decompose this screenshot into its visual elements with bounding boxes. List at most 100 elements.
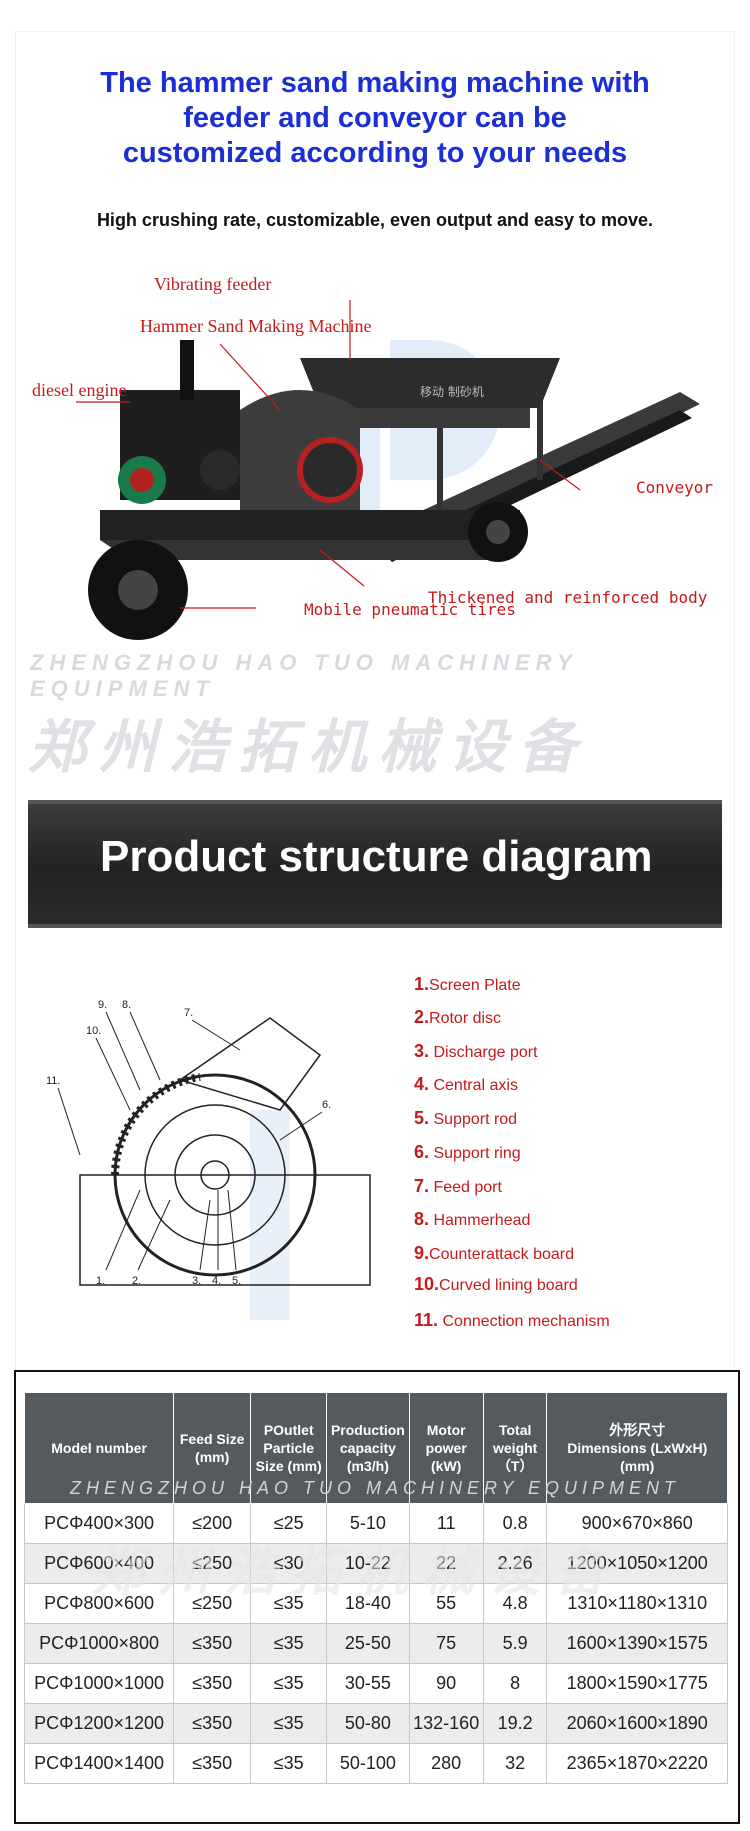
cell-capacity: 18-40 xyxy=(326,1583,410,1624)
cell-power: 280 xyxy=(408,1743,484,1784)
headline-line-2: feeder and conveyor can be xyxy=(183,102,567,134)
table-watermark-english: ZHENGZHOU HAO TUO MACHINERY EQUIPMENT xyxy=(70,1478,681,1498)
cell-dimensions: 900×670×860 xyxy=(546,1503,728,1544)
cell-power: 90 xyxy=(408,1663,484,1704)
header-dimensions: 外形尺寸 Dimensions (LxWxH) (mm) xyxy=(546,1392,728,1504)
header-power: Motor power (kW) xyxy=(408,1392,484,1504)
callout-hammer-machine: Hammer Sand Making Machine xyxy=(140,316,372,336)
cell-power: 11 xyxy=(408,1503,484,1544)
cell-outlet: ≤35 xyxy=(250,1583,328,1624)
diagram-label-10: 10. xyxy=(86,1025,101,1037)
table-row: PCΦ1000×800 ≤350 ≤35 25-50 75 5.9 1600×1… xyxy=(23,1623,728,1664)
cell-capacity: 10-22 xyxy=(326,1543,410,1584)
cell-dimensions: 1600×1390×1575 xyxy=(546,1623,728,1664)
table-row: PCΦ400×300 ≤200 ≤25 5-10 11 0.8 900×670×… xyxy=(23,1503,728,1544)
cell-power: 22 xyxy=(408,1543,484,1584)
header-capacity: Production capacity (m3/h) xyxy=(326,1392,410,1504)
cell-power: 55 xyxy=(408,1583,484,1624)
chassis-drawing xyxy=(100,510,520,560)
cell-outlet: ≤35 xyxy=(250,1703,328,1744)
cell-model: PCΦ400×300 xyxy=(23,1503,175,1544)
structure-diagram: 1. 2. 3. 4. 5. 6. 7. 8. 9. 10. 11. xyxy=(46,999,371,1320)
cell-weight: 2.26 xyxy=(482,1543,548,1584)
cell-model: PCΦ800×600 xyxy=(23,1583,175,1624)
cell-outlet: ≤35 xyxy=(250,1743,328,1784)
cell-capacity: 25-50 xyxy=(326,1623,410,1664)
cell-outlet: ≤30 xyxy=(250,1543,328,1584)
cell-feed: ≤350 xyxy=(173,1663,252,1704)
callout-diesel-engine: diesel engine xyxy=(32,380,127,400)
headline: The hammer sand making machine with feed… xyxy=(40,66,710,171)
watermark-chinese: 郑州浩拓机械设备 xyxy=(28,715,589,780)
wheels-drawing xyxy=(88,502,528,640)
cell-feed: ≤350 xyxy=(173,1623,252,1664)
cell-model: PCΦ1400×1400 xyxy=(23,1743,175,1784)
banner-title: Product structure diagram xyxy=(100,832,653,881)
cell-capacity: 50-100 xyxy=(326,1743,410,1784)
callout-body: Thickened and reinforced body xyxy=(428,588,708,607)
cell-power: 75 xyxy=(408,1623,484,1664)
part-item: 7. Feed port xyxy=(414,1176,502,1196)
part-item: 4. Central axis xyxy=(414,1074,518,1094)
headline-line-1: The hammer sand making machine with xyxy=(100,67,650,99)
cell-weight: 32 xyxy=(482,1743,548,1784)
cell-feed: ≤200 xyxy=(173,1503,252,1544)
cell-power: 132-160 xyxy=(408,1703,484,1744)
section-banner: Product structure diagram xyxy=(28,800,722,928)
diagram-label-2: 2. xyxy=(132,1275,141,1287)
diagram-label-11: 11. xyxy=(46,1075,60,1087)
callout-conveyor: Conveyor xyxy=(636,478,714,497)
diagram-label-1: 1. xyxy=(96,1275,105,1287)
diagram-leader-lines xyxy=(57,1011,323,1271)
cell-weight: 19.2 xyxy=(482,1703,548,1744)
header-dimensions-en: Dimensions (LxWxH) (mm) xyxy=(567,1440,708,1474)
cell-dimensions: 1310×1180×1310 xyxy=(546,1583,728,1624)
diagram-label-9: 9. xyxy=(98,999,107,1011)
diagram-logo-watermark xyxy=(250,1110,290,1320)
part-item: 11. Connection mechanism xyxy=(414,1310,610,1330)
cell-feed: ≤350 xyxy=(173,1703,252,1744)
table-row: PCΦ1200×1200 ≤350 ≤35 50-80 132-160 19.2… xyxy=(23,1703,728,1744)
table-header-row: Model number Feed Size (mm) POutlet Part… xyxy=(23,1392,728,1504)
cell-dimensions: 2060×1600×1890 xyxy=(546,1703,728,1744)
part-item: 2.Rotor disc xyxy=(414,1007,502,1027)
cell-dimensions: 1200×1050×1200 xyxy=(546,1543,728,1584)
callout-lines xyxy=(76,300,581,609)
cell-weight: 4.8 xyxy=(482,1583,548,1624)
part-item: 9.Counterattack board xyxy=(414,1243,574,1263)
table-row: PCΦ800×600 ≤250 ≤35 18-40 55 4.8 1310×11… xyxy=(23,1583,728,1624)
diagram-label-3: 3. xyxy=(192,1275,201,1287)
cell-weight: 0.8 xyxy=(482,1503,548,1544)
table-row: PCΦ1000×1000 ≤350 ≤35 30-55 90 8 1800×15… xyxy=(23,1663,728,1704)
machine-plate: 移动 制砂机 xyxy=(420,385,484,399)
diagram-label-6: 6. xyxy=(322,1099,331,1111)
cell-model: PCΦ1000×800 xyxy=(23,1623,175,1664)
table-row: PCΦ600×400 ≤250 ≤30 10-22 22 2.26 1200×1… xyxy=(23,1543,728,1584)
callout-vibrating-feeder: Vibrating feeder xyxy=(154,274,272,294)
part-item: 6. Support ring xyxy=(414,1142,521,1162)
part-item: 10.Curved lining board xyxy=(414,1274,578,1294)
diagram-label-7: 7. xyxy=(184,1007,193,1019)
feeder-drawing: 移动 制砂机 xyxy=(300,358,560,428)
cell-capacity: 30-55 xyxy=(326,1663,410,1704)
cell-feed: ≤250 xyxy=(173,1583,252,1624)
cell-capacity: 50-80 xyxy=(326,1703,410,1744)
cell-weight: 5.9 xyxy=(482,1623,548,1664)
part-item: 5. Support rod xyxy=(414,1108,518,1128)
callout-tires: Mobile pneumatic tires xyxy=(304,600,516,619)
subheadline: High crushing rate, customizable, even o… xyxy=(96,210,654,230)
cell-dimensions: 1800×1590×1775 xyxy=(546,1663,728,1704)
cell-model: PCΦ1200×1200 xyxy=(23,1703,175,1744)
spec-table-box: Model number Feed Size (mm) POutlet Part… xyxy=(14,1370,740,1824)
diagram-label-4: 4. xyxy=(212,1275,221,1287)
table-row: PCΦ1400×1400 ≤350 ≤35 50-100 280 32 2365… xyxy=(23,1743,728,1784)
cell-outlet: ≤25 xyxy=(250,1503,328,1544)
machine-photo: 移动 制砂机 xyxy=(76,300,700,640)
cell-feed: ≤350 xyxy=(173,1743,252,1784)
diagram-label-5: 5. xyxy=(232,1275,241,1287)
headline-line-3: customized according to your needs xyxy=(122,137,628,169)
cell-outlet: ≤35 xyxy=(250,1623,328,1664)
diagram-label-8: 8. xyxy=(122,999,131,1011)
header-dimensions-cn: 外形尺寸 xyxy=(609,1422,666,1438)
